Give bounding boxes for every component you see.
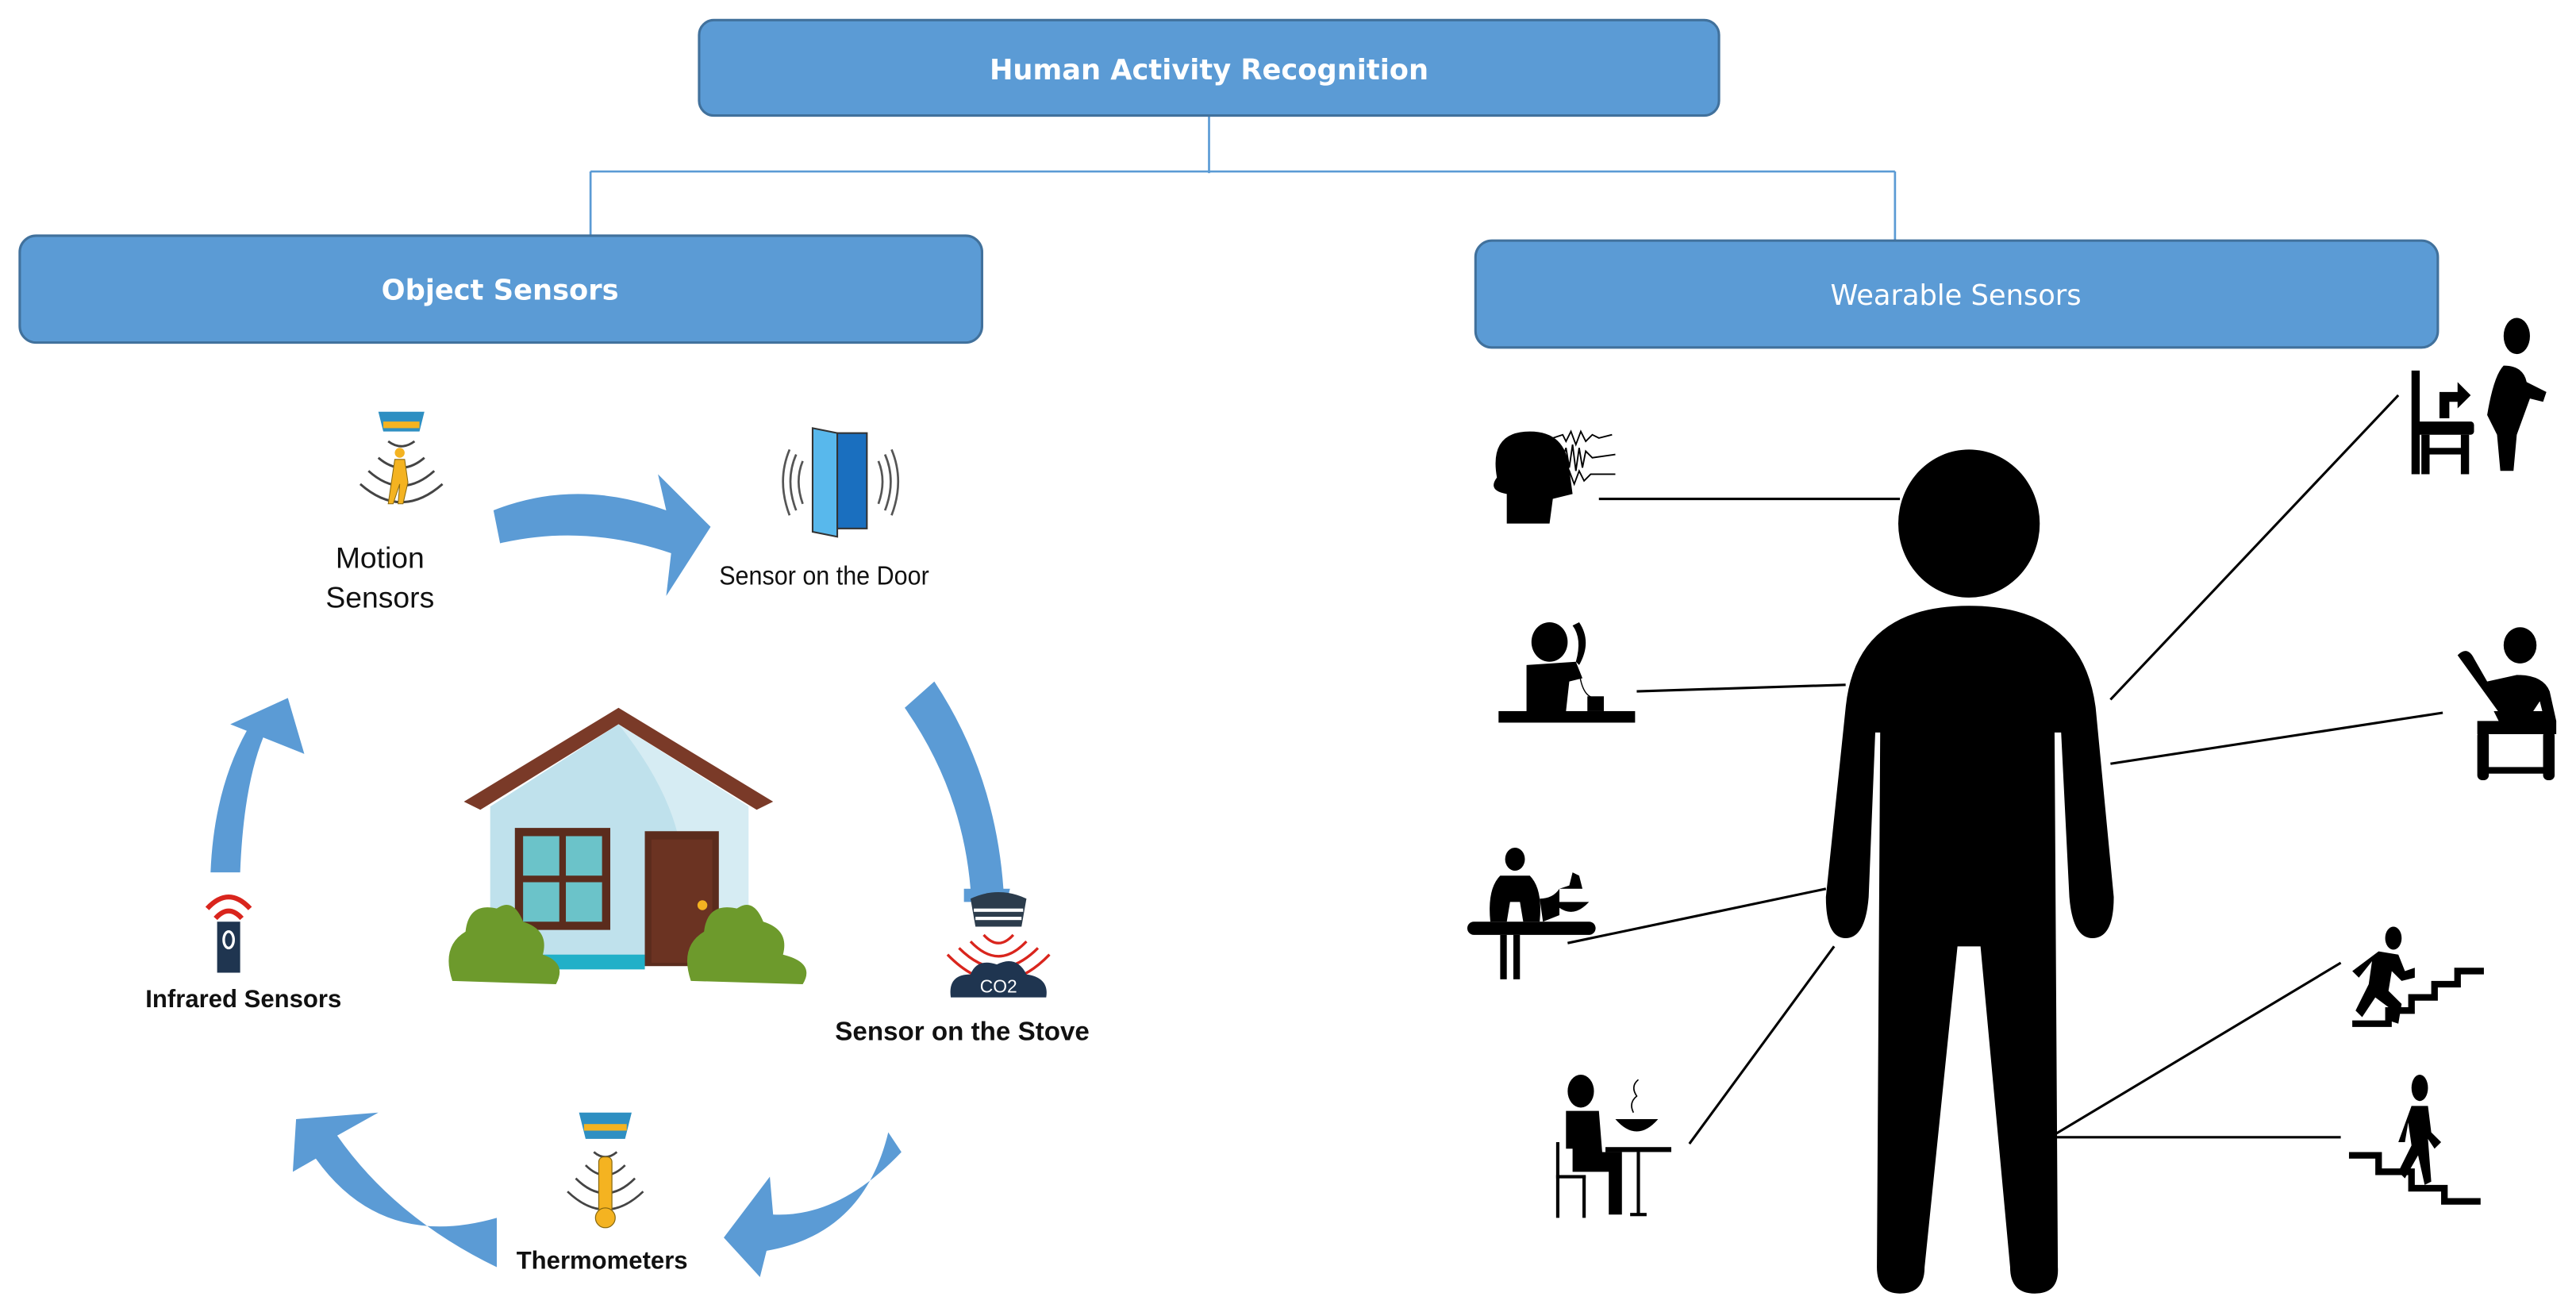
motion-sensor-label-line2: Sensors [325,580,434,614]
wearable-sensors-label: Wearable Sensors [1830,279,2081,312]
arrow-infrared-to-motion [210,698,305,873]
root-node: Human Activity Recognition [698,18,1721,117]
root-box [698,18,1721,117]
line-stairs-up [2052,961,2342,1137]
silhouette-head [1898,449,2040,598]
line-cooking [1567,887,1827,945]
human-silhouette [1825,449,2114,1294]
cooking-icon [1467,847,1596,979]
infrared-sensor-icon [205,895,252,973]
line-sitting [2110,711,2443,765]
stove-sensor: CO2 Sensor on the Stove [835,891,1090,1046]
silhouette-torso-legs [1825,606,2114,1294]
line-sit-to-stand [2109,394,2400,701]
co2-badge: CO2 [980,975,1017,996]
co2-sensor-icon: CO2 [946,891,1051,998]
stairs-up-icon [2352,926,2484,1027]
sitting-icon [2457,627,2557,780]
door-sensor-label: Sensor on the Door [719,560,929,590]
tree-connectors [589,115,1897,241]
activity-connectors [1567,394,2443,1145]
line-phone [1636,683,1846,693]
thermometer-sensor-icon [567,1112,644,1229]
motion-sensor-icon [359,411,444,505]
arrow-door-to-stove [905,681,1010,902]
door-sensor-icon [782,427,900,538]
arrow-thermo-to-infrared [292,1112,497,1268]
arrow-motion-to-door [493,474,711,596]
door-sensor: Sensor on the Door [719,427,929,591]
eating-icon [1555,1075,1671,1218]
head-brainwave-icon [1494,429,1616,524]
arrow-stove-to-thermo [724,1132,902,1277]
line-eating [1688,945,1836,1145]
stairs-down-icon [2348,1075,2481,1205]
infrared-sensor-label: Infrared Sensors [145,985,341,1013]
object-sensors-node: Object Sensors [18,234,984,344]
wearable-sensors-box [1474,239,2440,349]
wearable-sensors-node: Wearable Sensors [1474,239,2440,349]
object-sensors-label: Object Sensors [382,275,619,307]
object-sensors-box [18,234,984,344]
thermometer-sensor: Thermometers [517,1112,688,1275]
house-icon [448,707,807,985]
cycle-arrows [210,474,1010,1277]
infrared-sensor: Infrared Sensors [145,895,341,1013]
root-label: Human Activity Recognition [990,54,1428,87]
stove-sensor-label: Sensor on the Stove [835,1017,1090,1046]
phone-call-icon [1498,622,1636,723]
thermometer-label: Thermometers [517,1247,688,1275]
motion-sensor-label-line1: Motion [336,541,425,575]
sit-to-stand-icon [2411,317,2547,475]
motion-sensor: Motion Sensors [325,411,444,614]
